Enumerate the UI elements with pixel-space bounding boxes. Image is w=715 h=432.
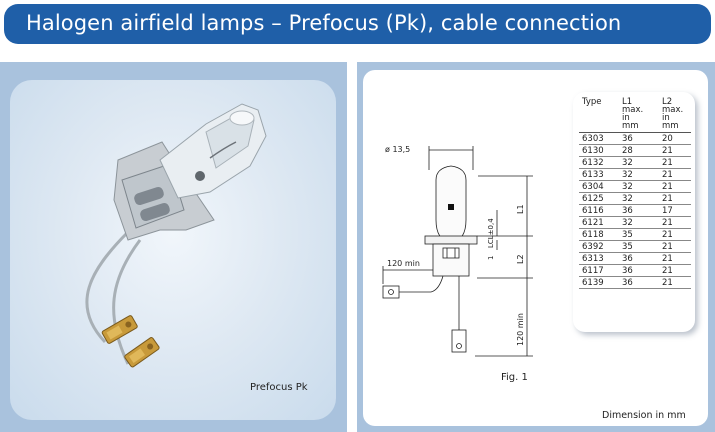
type-cell: 6132	[579, 156, 619, 169]
column-header-type: Type	[579, 98, 619, 133]
l2-cell: 21	[659, 156, 691, 169]
l1-cell: 32	[619, 168, 659, 181]
type-cell: 6116	[579, 204, 619, 217]
type-cell: 6121	[579, 216, 619, 229]
l1-cell: 35	[619, 228, 659, 241]
type-cell: 6303	[579, 132, 619, 145]
figure-label: Fig. 1	[501, 372, 528, 383]
type-cell: 6133	[579, 168, 619, 181]
l2-cell: 21	[659, 240, 691, 253]
type-cell: 6304	[579, 180, 619, 193]
l1-cell: 32	[619, 156, 659, 169]
one-label: 1	[487, 256, 495, 260]
l1-cell: 36	[619, 276, 659, 289]
type-table: Type L1 max. in mm L2 max. in mm	[579, 98, 691, 289]
page-title: Halogen airfield lamps – Prefocus (Pk), …	[26, 11, 622, 35]
type-cell: 6118	[579, 228, 619, 241]
l2-cell: 21	[659, 264, 691, 277]
type-cell: 6139	[579, 276, 619, 289]
type-cell: 6130	[579, 144, 619, 157]
l2-label: L2	[516, 254, 525, 264]
dimension-note: Dimension in mm	[602, 410, 686, 421]
l1-cell: 32	[619, 180, 659, 193]
l2-cell: 20	[659, 132, 691, 145]
cable-vertical-label: 120 min	[516, 313, 525, 346]
diagram-card: ø 13,5 LCL±0,4 1 L1 L2 120 min 120 min F…	[363, 70, 708, 426]
column-header-l1: L1 max. in mm	[619, 98, 659, 133]
table-header-row: Type L1 max. in mm L2 max. in mm	[579, 98, 691, 133]
l2-cell: 21	[659, 228, 691, 241]
l1-cell: 35	[619, 240, 659, 253]
photo-panel: Prefocus Pk	[0, 62, 347, 432]
type-cell: 6313	[579, 252, 619, 265]
photo-caption: Prefocus Pk	[250, 382, 308, 393]
l1-cell: 28	[619, 144, 659, 157]
type-cell: 6117	[579, 264, 619, 277]
l2-cell: 21	[659, 168, 691, 181]
photo-card: Prefocus Pk	[10, 80, 336, 420]
lcl-label: LCL±0,4	[487, 218, 495, 248]
lamp-photo	[85, 103, 267, 368]
l1-label: L1	[516, 204, 525, 214]
l1-cell: 36	[619, 252, 659, 265]
l2-cell: 21	[659, 144, 691, 157]
diagram-panel: ø 13,5 LCL±0,4 1 L1 L2 120 min 120 min F…	[357, 62, 715, 432]
l1-cell: 36	[619, 204, 659, 217]
l1-cell: 32	[619, 216, 659, 229]
page-header: Halogen airfield lamps – Prefocus (Pk), …	[4, 4, 711, 44]
l2-cell: 21	[659, 252, 691, 265]
l2-cell: 21	[659, 276, 691, 289]
type-table-card: Type L1 max. in mm L2 max. in mm	[573, 92, 695, 332]
column-header-l2: L2 max. in mm	[659, 98, 691, 133]
l2-cell: 17	[659, 204, 691, 217]
dimension-drawing: ø 13,5 LCL±0,4 1 L1 L2 120 min 120 min	[382, 145, 533, 357]
l1-cell: 36	[619, 132, 659, 145]
l2-cell: 21	[659, 192, 691, 205]
type-cell: 6392	[579, 240, 619, 253]
l2-cell: 21	[659, 216, 691, 229]
diameter-label: ø 13,5	[385, 145, 410, 154]
cable-horizontal-label: 120 min	[387, 259, 420, 268]
l2-cell: 21	[659, 180, 691, 193]
type-cell: 6125	[579, 192, 619, 205]
l1-cell: 36	[619, 264, 659, 277]
l1-cell: 32	[619, 192, 659, 205]
